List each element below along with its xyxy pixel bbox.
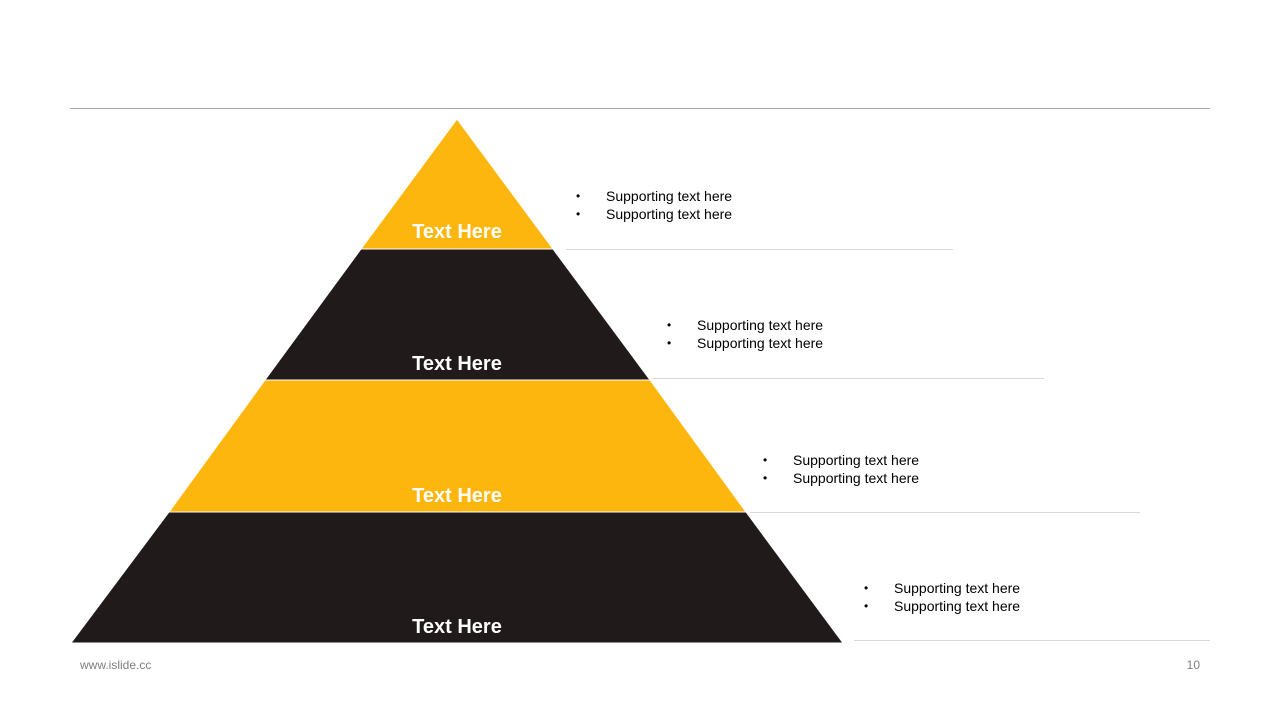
page-number: 10: [1186, 658, 1200, 672]
bullet-item: Supporting text here: [576, 187, 732, 205]
bullet-item: Supporting text here: [667, 334, 823, 352]
bullet-item: Supporting text here: [763, 469, 919, 487]
bullet-item: Supporting text here: [667, 316, 823, 334]
level-4-divider: [854, 640, 1210, 641]
level-1-label: Text Here: [412, 221, 502, 243]
bullet-item: Supporting text here: [864, 597, 1020, 615]
level-4-bullets: Supporting text here Supporting text her…: [864, 579, 1020, 615]
bullet-item: Supporting text here: [763, 451, 919, 469]
level-2-bullets: Supporting text here Supporting text her…: [667, 316, 823, 352]
level-2-divider: [652, 378, 1044, 379]
level-1-bullets: Supporting text here Supporting text her…: [576, 187, 732, 223]
footer-url: www.islide.cc: [80, 658, 152, 672]
level-1-divider: [566, 249, 953, 250]
level-3-label: Text Here: [412, 485, 502, 507]
bullet-item: Supporting text here: [864, 579, 1020, 597]
level-2-label: Text Here: [412, 353, 502, 375]
bullet-item: Supporting text here: [576, 205, 732, 223]
pyramid-level-4: [70, 511, 844, 644]
level-3-divider: [750, 512, 1140, 513]
level-3-bullets: Supporting text here Supporting text her…: [763, 451, 919, 487]
level-4-label: Text Here: [412, 616, 502, 638]
top-rule: [70, 108, 1210, 109]
